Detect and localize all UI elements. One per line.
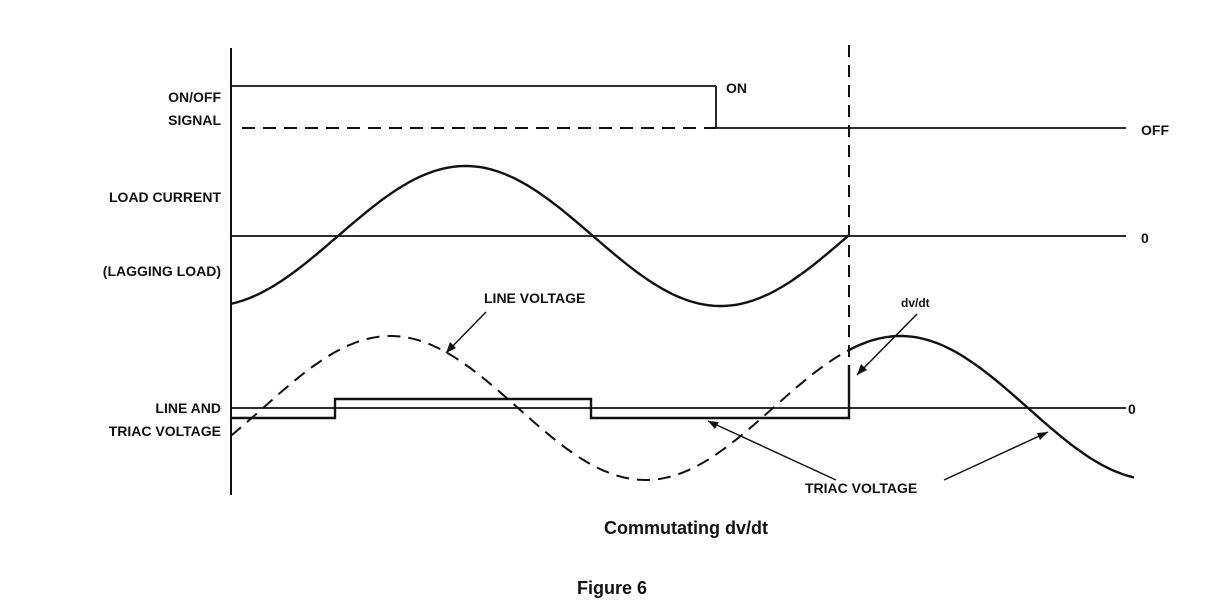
load-current-label: LOAD CURRENT (109, 189, 221, 205)
line-voltage-label: LINE VOLTAGE (484, 290, 585, 306)
figure-number: Figure 6 (577, 578, 647, 598)
line-and-triac-voltage-label-line1: LINE AND (155, 400, 221, 416)
on-off-signal-label-line2: SIGNAL (168, 112, 221, 128)
dvdt-arrow (856, 313, 918, 376)
on-off-signal-label-line1: ON/OFF (168, 89, 221, 105)
current-zero-label: 0 (1141, 230, 1149, 246)
triac-voltage-stepped-trace (231, 365, 851, 420)
on-state-label: ON (726, 80, 747, 96)
line-and-triac-voltage-label-line2: TRIAC VOLTAGE (109, 423, 221, 439)
triac-voltage-waveform (848, 334, 1135, 479)
diagram-caption: Commutating dv/dt (604, 518, 768, 538)
load-current-waveform (230, 164, 850, 308)
triac-voltage-label: TRIAC VOLTAGE (805, 480, 917, 496)
lagging-load-label: (LAGGING LOAD) (103, 263, 221, 279)
on-off-signal-trace (231, 85, 1126, 129)
off-state-label: OFF (1141, 122, 1169, 138)
dvdt-label: dv/dt (901, 296, 930, 310)
voltage-zero-label: 0 (1128, 401, 1136, 417)
line-voltage-arrow (445, 311, 487, 354)
triac-voltage-arrows (707, 420, 1049, 481)
line-voltage-waveform (230, 335, 850, 481)
